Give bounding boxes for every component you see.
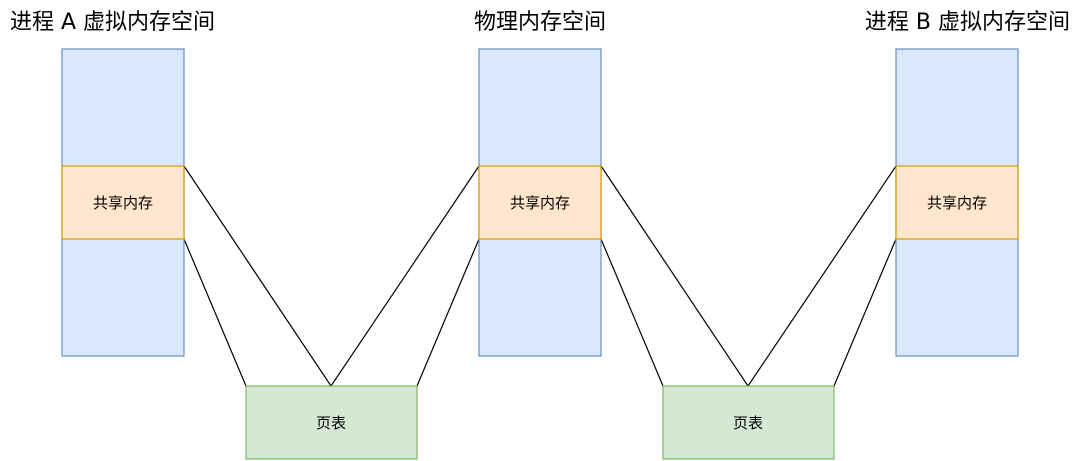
connector-pt2-top bbox=[747, 165, 897, 387]
page-table-1-box bbox=[245, 385, 418, 460]
connector-a-top bbox=[183, 165, 332, 387]
connector-pt2-bottom bbox=[833, 238, 897, 387]
process-b-title: 进程 B 虚拟内存空间 bbox=[865, 10, 1070, 35]
process-b-memory: 共享内存 bbox=[895, 48, 1019, 357]
connector-pt1-top bbox=[330, 165, 480, 387]
connectors bbox=[183, 165, 897, 387]
process-a-memory: 共享内存 bbox=[61, 48, 185, 357]
connector-a-bottom bbox=[183, 238, 247, 387]
page-table-2: 页表 bbox=[662, 385, 835, 460]
process-a-shared-label: 共享内存 bbox=[93, 194, 153, 212]
process-b-shared-label: 共享内存 bbox=[927, 194, 987, 212]
process-a-shared-block bbox=[61, 165, 185, 240]
connector-phys-bottom bbox=[600, 238, 664, 387]
connector-phys-top bbox=[600, 165, 749, 387]
physical-memory-title: 物理内存空间 bbox=[474, 10, 606, 35]
connector-pt1-bottom bbox=[416, 238, 480, 387]
physical-shared-block bbox=[478, 165, 602, 240]
page-table-2-box bbox=[662, 385, 835, 460]
physical-shared-label: 共享内存 bbox=[510, 194, 570, 212]
physical-memory: 共享内存 bbox=[478, 48, 602, 357]
page-table-1-label: 页表 bbox=[316, 414, 346, 432]
process-b-shared-block bbox=[895, 165, 1019, 240]
process-a-title: 进程 A 虚拟内存空间 bbox=[10, 10, 215, 35]
page-table-1: 页表 bbox=[245, 385, 418, 460]
page-table-2-label: 页表 bbox=[733, 414, 763, 432]
